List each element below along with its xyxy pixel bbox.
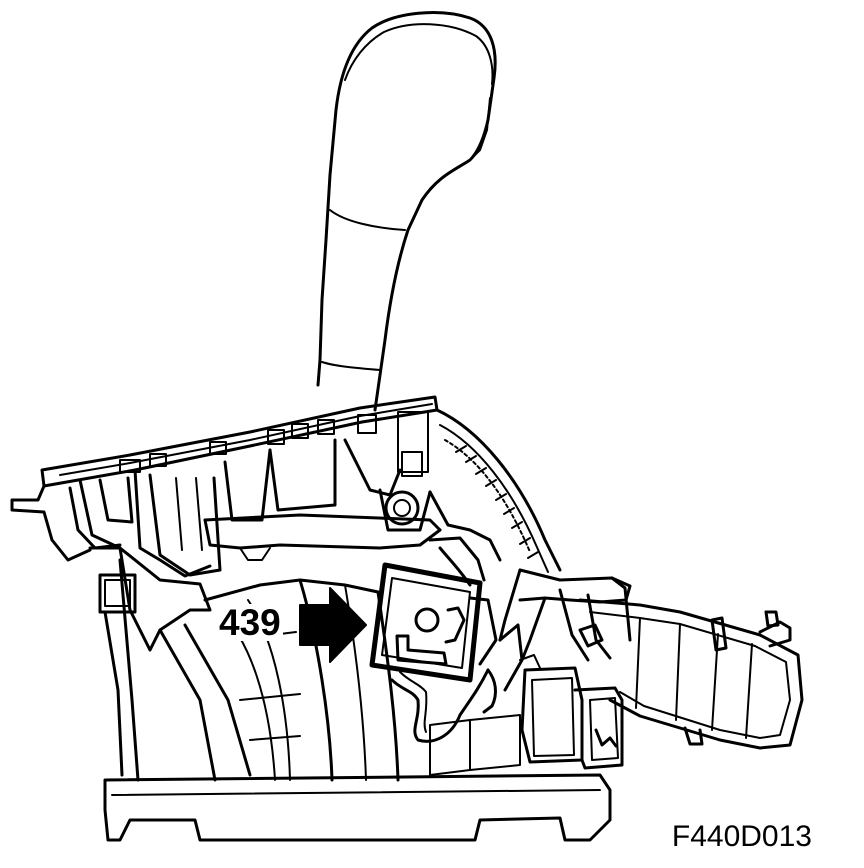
selector-switch-unit	[369, 536, 524, 743]
selector-housing	[78, 438, 612, 842]
callout-number: 439	[217, 602, 283, 643]
gear-knob	[316, 11, 497, 412]
cable-bracket	[498, 568, 804, 750]
top-cover-plate	[10, 395, 439, 562]
connector-box	[519, 654, 624, 770]
gear-segment	[435, 408, 562, 573]
figure-code: F440D013	[671, 820, 812, 853]
callout-arrow	[299, 587, 367, 663]
